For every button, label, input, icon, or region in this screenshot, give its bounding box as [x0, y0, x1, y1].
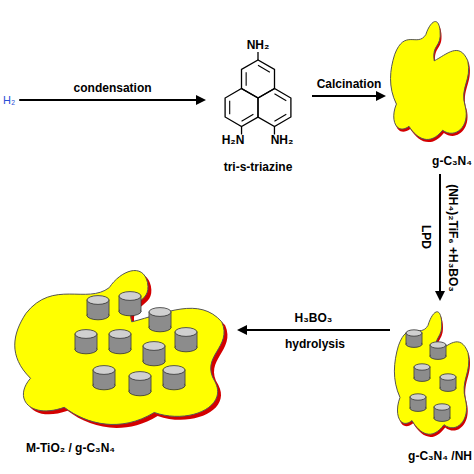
particle-top	[410, 394, 426, 400]
sheet-outline	[391, 22, 469, 140]
method-label: LPD	[419, 225, 433, 249]
double-bond	[274, 94, 286, 101]
sheet-outline	[15, 271, 224, 425]
edge-label: (NH₄)₂TiF₆ +H₃BO₃	[446, 184, 460, 292]
particle-top	[175, 328, 197, 337]
particle-top	[414, 364, 430, 370]
amine-bond	[257, 52, 258, 60]
arrow-head	[237, 325, 247, 335]
arrow-head	[435, 291, 445, 301]
double-bond	[246, 72, 247, 86]
sheet-blob	[388, 15, 472, 146]
particle-top	[406, 330, 422, 336]
particle-top	[75, 330, 97, 339]
particle-layer	[8, 262, 233, 433]
fragment-text: H₂	[3, 94, 15, 106]
particle-top	[163, 366, 185, 375]
particle-top	[119, 292, 141, 301]
carbon-nitride-sheet: g-C₃N₄	[388, 15, 472, 170]
double-bond	[229, 101, 230, 115]
process-arrow	[312, 91, 386, 101]
amine-group: NH₂	[271, 133, 294, 147]
amine-group: NH₂	[247, 38, 270, 52]
node-label: g-C₃N₄	[432, 154, 472, 168]
ring-bond	[242, 60, 275, 98]
particle-top	[440, 374, 456, 380]
arrow-line	[247, 329, 390, 331]
process-label: hydrolysis	[285, 337, 345, 351]
ring-bond	[258, 89, 291, 127]
double-bond	[258, 65, 270, 72]
particle-top	[109, 330, 131, 339]
precursor-sheet: g-C₃N₄ /NH	[392, 305, 472, 465]
particle-top	[93, 366, 115, 375]
particle-top	[149, 308, 171, 317]
process-arrow	[237, 325, 390, 335]
ring-bond	[225, 89, 258, 127]
double-bond	[274, 114, 286, 121]
arrow-line	[312, 95, 376, 97]
particle-top	[430, 342, 446, 348]
arrow-line	[439, 174, 441, 291]
amine-group: H₂N	[222, 133, 245, 147]
double-bond	[242, 114, 254, 121]
sheet-blob	[392, 305, 472, 441]
edge-label: condensation	[74, 81, 152, 95]
node-label: tri-s-triazine	[224, 160, 293, 174]
particle-top	[434, 404, 450, 410]
edge-label: Calcination	[317, 77, 382, 91]
arrow-head	[376, 91, 386, 101]
particle-top	[87, 296, 109, 305]
node-label: g-C₃N₄ /NH	[408, 449, 472, 463]
reactant-fragment: H₂	[3, 90, 15, 108]
particle-layer	[392, 305, 472, 441]
particle-top	[129, 372, 151, 381]
node-label: M-TiO₂ / g-C₃N₄	[26, 441, 115, 455]
edge-label: H₃BO₃	[295, 311, 333, 325]
process-arrow	[19, 95, 206, 105]
composite-sheet: M-TiO₂ / g-C₃N₄	[8, 262, 233, 457]
process-arrow	[435, 174, 445, 301]
arrow-head	[196, 95, 206, 105]
molecule-structure: tri-s-triazine	[208, 36, 308, 176]
particle-top	[143, 342, 165, 351]
arrow-line	[19, 99, 196, 101]
sheet-outline	[394, 312, 468, 434]
